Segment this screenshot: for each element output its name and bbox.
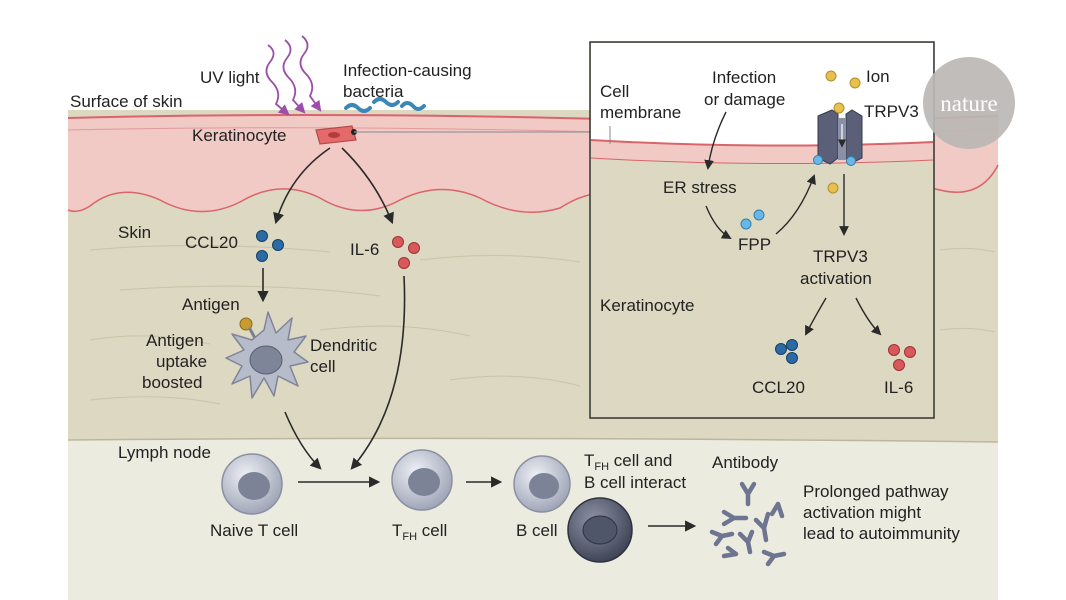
svg-text:nature: nature bbox=[940, 91, 997, 116]
naive-t-cell-label: Naive T cell bbox=[210, 521, 298, 540]
tfh-b-interact-label-line2: B cell interact bbox=[584, 473, 686, 492]
ion-label: Ion bbox=[866, 67, 890, 86]
lymph-node-boundary bbox=[67, 437, 999, 443]
inset-keratinocyte-label: Keratinocyte bbox=[600, 296, 695, 315]
arrow-damage-to-er bbox=[704, 111, 727, 170]
dendritic-cell bbox=[225, 311, 309, 399]
surface-of-skin-label: Surface of skin bbox=[70, 92, 182, 111]
er-stress-label: ER stress bbox=[663, 178, 737, 197]
arrow-activation-to-ccl20 bbox=[805, 297, 827, 336]
antibody-label: Antibody bbox=[712, 453, 779, 472]
prolonged-label-line3: lead to autoimmunity bbox=[803, 524, 960, 543]
uv-light-rays bbox=[265, 35, 322, 116]
bacteria-label: Infection-causing bbox=[343, 61, 472, 80]
antigen-uptake-label-line3: boosted bbox=[142, 373, 203, 392]
trpv3-channel bbox=[817, 109, 863, 165]
il6-label: IL-6 bbox=[350, 240, 379, 259]
ion-released bbox=[827, 182, 839, 194]
arrow-er-to-fpp bbox=[705, 205, 732, 239]
dermis-texture bbox=[89, 244, 996, 405]
arrow-kc-to-ccl20 bbox=[273, 147, 331, 225]
il6-molecule bbox=[392, 236, 420, 269]
infection-damage-label-line2: or damage bbox=[704, 90, 785, 109]
prolonged-label: Prolonged pathway bbox=[803, 482, 949, 501]
trpv3-activation-label: TRPV3 bbox=[813, 247, 868, 266]
fpp-bound bbox=[813, 155, 856, 166]
antigen-uptake-label-line2: uptake bbox=[156, 352, 207, 371]
inset-ccl20-label: CCL20 bbox=[752, 378, 805, 397]
ccl20-label: CCL20 bbox=[185, 233, 238, 252]
b-cell-label: B cell bbox=[516, 521, 558, 540]
ion-at-channel bbox=[833, 102, 845, 114]
tfh-cell-label: TFH cell bbox=[392, 521, 447, 543]
inset-il6-molecule bbox=[888, 344, 916, 371]
prolonged-label-line2: activation might bbox=[803, 503, 921, 522]
arrow-dc-to-tfh bbox=[284, 411, 322, 470]
ion-icon bbox=[825, 70, 861, 89]
inset-il6-label: IL-6 bbox=[884, 378, 913, 397]
tfh-b-interact-label: TFH cell and bbox=[584, 451, 672, 473]
ccl20-molecule bbox=[256, 230, 284, 262]
activated-cell bbox=[567, 497, 633, 563]
arrow-kc-to-il6 bbox=[341, 147, 394, 225]
b-cell bbox=[513, 455, 571, 513]
trpv3-label: TRPV3 bbox=[864, 102, 919, 121]
cell-membrane-label: Cell bbox=[600, 82, 629, 101]
dendritic-cell-label-line2: cell bbox=[310, 357, 336, 376]
fpp-molecule bbox=[740, 209, 765, 230]
fpp-label: FPP bbox=[738, 235, 771, 254]
keratinocyte-label: Keratinocyte bbox=[192, 126, 287, 145]
arrow-il6-to-tfh bbox=[350, 275, 406, 470]
antigen-label: Antigen bbox=[182, 295, 240, 314]
trpv3-activation-label-line2: activation bbox=[800, 269, 872, 288]
dendritic-cell-label: Dendritic bbox=[310, 336, 378, 355]
arrow-fpp-to-trpv3 bbox=[775, 174, 816, 235]
bacteria-label-line2: bacteria bbox=[343, 82, 404, 101]
naive-t-cell bbox=[221, 453, 283, 515]
lymph-node-region bbox=[68, 438, 998, 600]
keratinocyte-cell bbox=[315, 125, 357, 145]
antibody-icon bbox=[709, 481, 787, 567]
antigen-uptake-label: Antigen bbox=[146, 331, 204, 350]
skin-label: Skin bbox=[118, 223, 151, 242]
bacteria-icon bbox=[344, 97, 426, 113]
infection-damage-label: Infection bbox=[712, 68, 776, 87]
lymph-node-label: Lymph node bbox=[118, 443, 211, 462]
arrow-activation-to-il6 bbox=[855, 297, 882, 336]
inset-ccl20-molecule bbox=[775, 339, 798, 364]
inset-keratinocyte-panel bbox=[589, 41, 935, 419]
nature-logo: nature bbox=[923, 57, 1015, 149]
cell-membrane-label-line2: membrane bbox=[600, 103, 681, 122]
tfh-cell bbox=[391, 449, 453, 511]
uv-light-label: UV light bbox=[200, 68, 260, 87]
